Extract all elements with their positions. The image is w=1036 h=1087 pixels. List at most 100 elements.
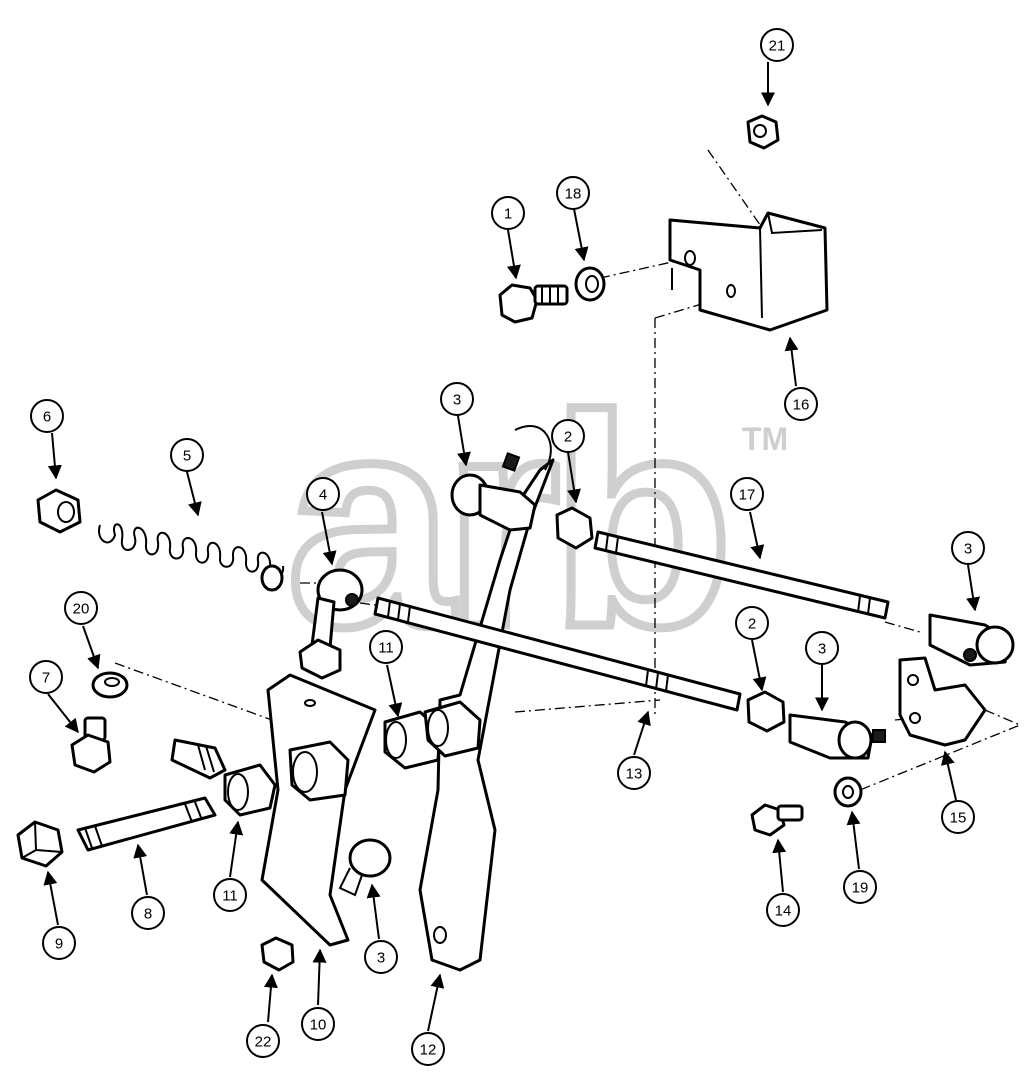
callout-circle [306,477,340,511]
callout-c1: 1 [491,196,525,230]
callout-label: 3 [964,541,972,558]
callout-c11a: 11 [369,630,403,664]
callout-label: 22 [255,1034,272,1051]
callout-c18: 18 [556,176,590,210]
callout-circle [42,926,76,960]
callout-c13: 13 [617,756,651,790]
callout-label: 10 [310,1017,327,1034]
callout-label: 15 [950,810,967,827]
callout-circle [951,531,985,565]
callout-label: 3 [818,641,826,658]
callout-label: 19 [852,880,869,897]
callout-label: 17 [739,487,756,504]
lever-10 [260,673,377,947]
callout-label: 7 [42,670,50,687]
callout-c3c: 3 [805,631,839,665]
callout-circle [30,399,64,433]
callout-c22: 22 [246,1024,280,1058]
watermark: arb TM [282,349,788,694]
callout-c16: 16 [784,387,818,421]
callout-circle [440,382,474,416]
nut-2-top [555,506,594,550]
callout-label: 1 [504,206,512,223]
bracket-15 [898,656,987,747]
bolt-7 [70,716,112,774]
callout-label: 12 [420,1042,437,1059]
callout-circle [64,591,98,625]
rod-13 [373,596,742,712]
callout-circle [556,176,590,210]
callout-circle [617,756,651,790]
callout-label: 11 [378,640,394,657]
washer-20 [91,671,129,699]
watermark-trademark: TM [742,421,788,457]
stud-8 [76,796,217,852]
spring-5 [98,523,285,592]
callout-circle [766,893,800,927]
callout-circle [784,387,818,421]
callout-label: 21 [769,38,786,55]
bracket-16 [668,211,829,332]
nut-2-mid [746,690,786,733]
washer-18 [574,266,606,302]
nut-6 [36,488,82,534]
callout-c8: 8 [131,896,165,930]
callout-c10: 10 [301,1007,335,1041]
callout-c19: 19 [843,870,877,904]
callout-circle [411,1032,445,1066]
nut-22 [260,936,295,972]
callout-c21: 21 [760,28,794,62]
bushing-11-left [223,763,277,817]
callout-circle [805,631,839,665]
rod-17 [593,530,890,620]
callout-circle [491,196,525,230]
callout-circle [364,940,398,974]
callout-label: 3 [377,950,385,967]
bushing-upper [170,738,227,780]
callout-label: 6 [43,409,51,426]
callout-circle [301,1007,335,1041]
bushing-11-mid [383,700,482,770]
callout-circle [730,477,764,511]
callout-label: 9 [55,936,63,953]
rod-end-3-right [928,613,1015,667]
callout-circle [29,660,63,694]
callout-label: 5 [183,448,191,465]
callout-c9: 9 [42,926,76,960]
callout-c3a: 3 [440,382,474,416]
callout-c11b: 11 [213,878,247,912]
callout-circle [131,896,165,930]
callout-label: 14 [775,903,792,920]
bolt-14 [750,803,804,837]
rod-end-3-top [450,452,537,532]
callout-c2a: 2 [551,419,585,453]
callout-c15: 15 [941,800,975,834]
callout-circle [843,870,877,904]
callout-label: 2 [564,429,572,446]
callout-label: 11 [222,888,238,905]
nut-9 [16,820,64,868]
rod-end-4 [298,568,364,680]
callout-label: 2 [748,616,756,633]
callout-c17: 17 [730,477,764,511]
callout-label: 20 [73,601,90,618]
callout-circle [760,28,794,62]
callout-c12: 12 [411,1032,445,1066]
callout-label: 13 [626,766,643,783]
bolt-1 [498,283,569,324]
callout-c3d: 3 [364,940,398,974]
callout-circle [170,438,204,472]
callout-circle [369,630,403,664]
callout-c2b: 2 [735,606,769,640]
callout-label: 3 [453,392,461,409]
rod-end-3-lower [338,838,392,897]
washer-19 [833,776,863,808]
nut-21 [746,114,780,150]
callout-c14: 14 [766,893,800,927]
callout-circle [551,419,585,453]
callout-circle [213,878,247,912]
callout-label: 16 [793,397,810,414]
callout-c4: 4 [306,477,340,511]
callout-label: 4 [319,487,327,504]
leader-lines [43,62,980,1032]
